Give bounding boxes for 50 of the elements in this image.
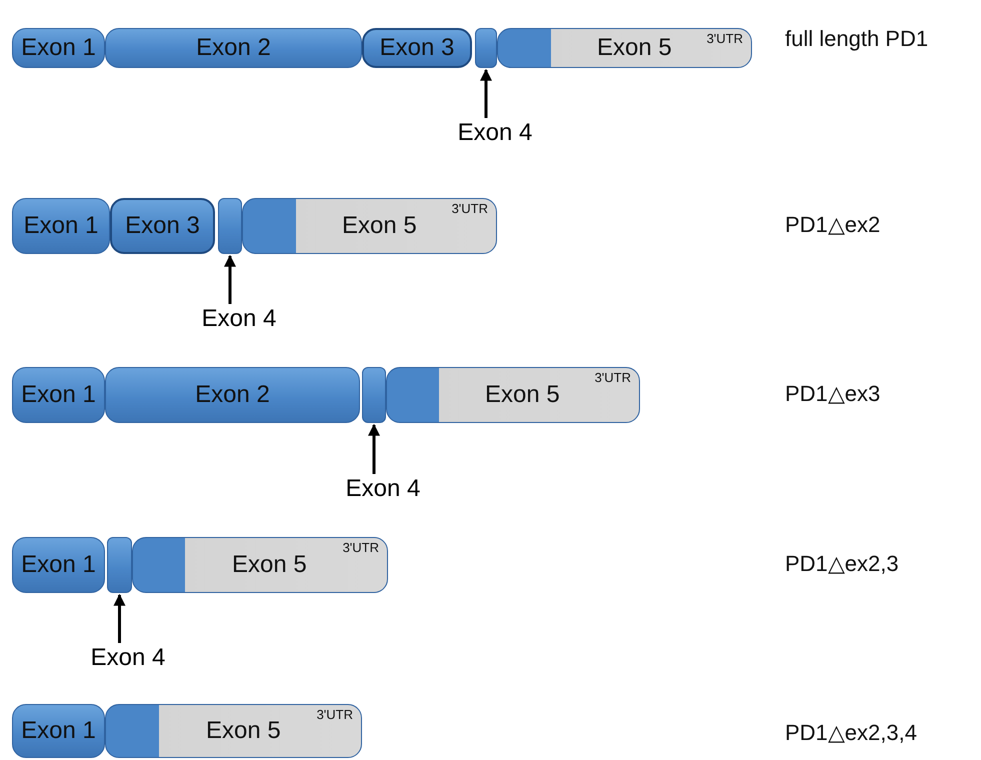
exon-label: Exon 1 bbox=[21, 719, 96, 743]
exon-label: Exon 1 bbox=[21, 383, 96, 407]
exon-label: Exon 2 bbox=[196, 36, 271, 60]
exon-label: Exon 5 bbox=[597, 36, 672, 60]
exon-segment bbox=[105, 367, 360, 423]
isoform-label: PD1△ex2 bbox=[785, 214, 880, 236]
utr-label: 3'UTR bbox=[594, 371, 631, 384]
exon-segment bbox=[386, 367, 640, 423]
arrow bbox=[224, 254, 236, 304]
exon-label: Exon 5 bbox=[485, 383, 560, 407]
exon-segment bbox=[475, 28, 497, 68]
exon-segment bbox=[132, 537, 388, 593]
exon-label: Exon 1 bbox=[21, 36, 96, 60]
exon-segment bbox=[242, 198, 497, 254]
exon-label: Exon 4 bbox=[338, 476, 428, 502]
utr-label: 3'UTR bbox=[316, 708, 353, 721]
arrow bbox=[480, 68, 492, 118]
utr-label: 3'UTR bbox=[706, 32, 743, 45]
exon-segment bbox=[110, 198, 215, 254]
exon-segment bbox=[12, 704, 105, 758]
exon-segment bbox=[497, 28, 752, 68]
exon-segment bbox=[218, 198, 242, 254]
exon-label: Exon 5 bbox=[342, 214, 417, 238]
exon-label: Exon 1 bbox=[24, 214, 98, 238]
exon-label: Exon 2 bbox=[195, 383, 270, 407]
exon-segment bbox=[12, 28, 105, 68]
exon-label: Exon 4 bbox=[450, 120, 540, 146]
exon-segment bbox=[362, 28, 472, 68]
isoform-label: full length PD1 bbox=[785, 28, 928, 50]
exon-segment bbox=[12, 367, 105, 423]
exon-segment bbox=[107, 537, 132, 593]
isoform-label: PD1△ex2,3 bbox=[785, 553, 899, 575]
exon-label: Exon 3 bbox=[125, 214, 200, 238]
exon-label: Exon 5 bbox=[206, 719, 281, 743]
arrow bbox=[368, 424, 380, 474]
exon-segment bbox=[105, 704, 362, 758]
exon-segment bbox=[362, 367, 386, 423]
exon-label: Exon 4 bbox=[83, 645, 173, 671]
isoform-label: PD1△ex3 bbox=[785, 383, 880, 405]
utr-label: 3'UTR bbox=[452, 202, 488, 215]
isoform-label: PD1△ex2,3,4 bbox=[785, 722, 917, 744]
exon-label: Exon 3 bbox=[380, 36, 454, 60]
utr-label: 3'UTR bbox=[342, 541, 379, 554]
arrow bbox=[114, 594, 126, 643]
exon-label: Exon 5 bbox=[232, 553, 307, 577]
exon-segment bbox=[12, 198, 110, 254]
exon-label: Exon 1 bbox=[21, 553, 96, 577]
exon-segment bbox=[12, 537, 105, 593]
exon-label: Exon 4 bbox=[194, 306, 284, 332]
exon-segment bbox=[105, 28, 362, 68]
